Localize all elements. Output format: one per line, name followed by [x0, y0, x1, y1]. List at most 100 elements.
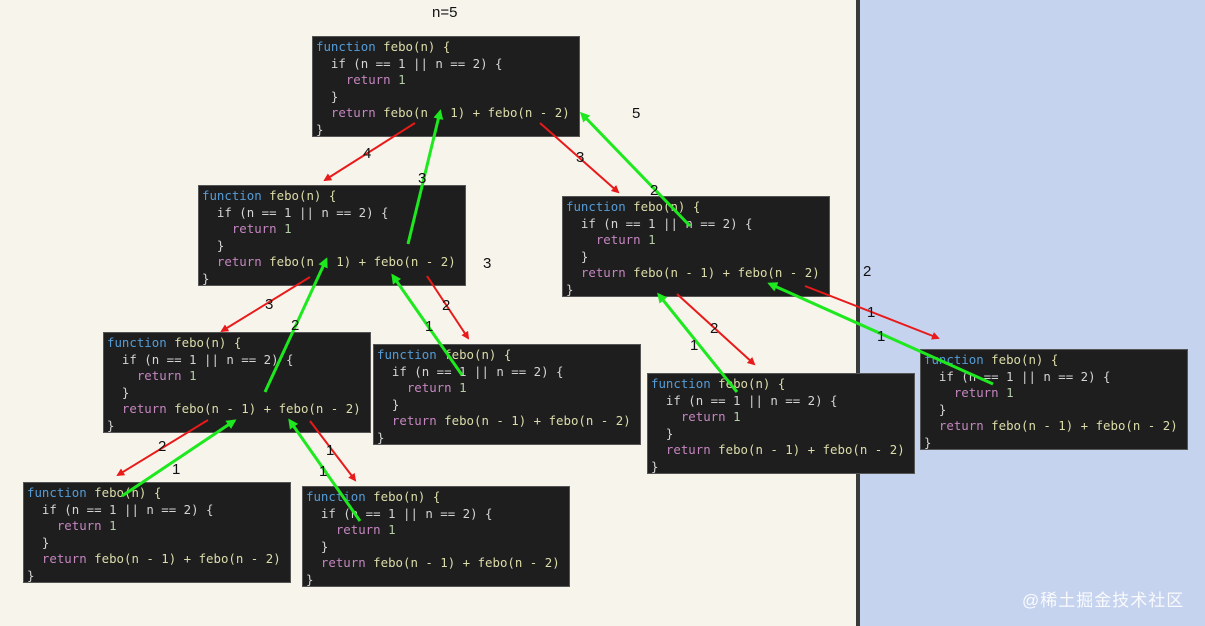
code-token: }: [580, 248, 589, 264]
code-line: function febo(n) {: [27, 485, 290, 502]
code-token: febo(n) {: [633, 199, 701, 214]
code-token: }: [41, 534, 50, 550]
code-token: if (n == 1 || n == 2) {: [320, 505, 493, 521]
code-line: if (n == 1 || n == 2) {: [316, 56, 579, 73]
code-line: }: [651, 426, 914, 443]
code-token: return: [595, 232, 641, 248]
code-token: }: [27, 567, 35, 583]
code-token: return: [231, 221, 277, 237]
code-line: return febo(n - 1) + febo(n - 2): [377, 413, 640, 430]
code-token: function: [107, 335, 167, 350]
code-token: function: [306, 489, 366, 504]
code-token: febo(n) {: [269, 188, 337, 203]
diagram-title: n=5: [432, 4, 458, 21]
code-token: febo(n - 1) + febo(n - 2): [383, 105, 570, 121]
code-line: }: [377, 429, 640, 445]
code-line: }: [316, 121, 579, 137]
code-box-febo1-bottom: function febo(n) { if (n == 1 || n == 2)…: [302, 486, 570, 587]
code-token: febo(n) {: [174, 335, 242, 350]
edge-label: 2: [650, 182, 659, 199]
edge-label: 1: [425, 318, 434, 335]
code-token: febo(n) {: [444, 347, 512, 362]
code-token: }: [216, 237, 225, 253]
code-line: return febo(n - 1) + febo(n - 2): [924, 418, 1187, 435]
code-line: if (n == 1 || n == 2) {: [651, 393, 914, 410]
code-token: febo(n - 1) + febo(n - 2): [444, 413, 631, 429]
code-line: return febo(n - 1) + febo(n - 2): [306, 555, 569, 572]
code-token: if (n == 1 || n == 2) {: [330, 55, 503, 71]
edge-label: 1: [690, 337, 699, 354]
edge-label: 5: [632, 105, 641, 122]
code-token: function: [316, 39, 376, 54]
code-token: }: [330, 88, 339, 104]
code-token: return: [121, 401, 167, 417]
code-token: 1: [733, 409, 741, 425]
code-box-febo2-right: function febo(n) { if (n == 1 || n == 2)…: [647, 373, 915, 474]
edge-label: 2: [158, 438, 167, 455]
edge-label: 4: [363, 145, 372, 162]
code-line: function febo(n) {: [107, 335, 370, 352]
code-line: return febo(n - 1) + febo(n - 2): [651, 442, 914, 459]
code-token: return: [580, 265, 626, 281]
watermark: @稀土掘金技术社区: [1022, 591, 1185, 610]
code-line: }: [566, 249, 829, 266]
code-token: }: [566, 281, 574, 297]
code-line: return 1: [377, 380, 640, 397]
code-token: function: [377, 347, 437, 362]
code-token: if (n == 1 || n == 2) {: [41, 501, 214, 517]
code-token: return: [938, 418, 984, 434]
code-token: 1: [189, 368, 197, 384]
code-line: }: [316, 89, 579, 106]
code-box-febo2-mid: function febo(n) { if (n == 1 || n == 2)…: [373, 344, 641, 445]
code-token: }: [316, 121, 324, 137]
edge-label: 1: [877, 328, 886, 345]
code-line: }: [306, 572, 569, 586]
code-token: 1: [284, 221, 292, 237]
code-line: function febo(n) {: [924, 352, 1187, 369]
code-token: }: [391, 396, 400, 412]
code-line: }: [202, 238, 465, 255]
code-line: return febo(n - 1) + febo(n - 2): [566, 265, 829, 282]
code-token: febo(n - 1) + febo(n - 2): [174, 401, 361, 417]
edge-label: 3: [418, 170, 427, 187]
edge-label: 2: [710, 320, 719, 337]
code-line: function febo(n) {: [316, 39, 579, 56]
code-token: if (n == 1 || n == 2) {: [216, 204, 389, 220]
code-token: return: [665, 442, 711, 458]
code-token: if (n == 1 || n == 2) {: [580, 215, 753, 231]
code-token: return: [335, 522, 381, 538]
code-line: }: [306, 539, 569, 556]
code-line: }: [377, 397, 640, 414]
edge-label: 3: [265, 296, 274, 313]
code-token: return: [56, 518, 102, 534]
code-line: return 1: [316, 72, 579, 89]
code-token: 1: [1006, 385, 1014, 401]
code-line: function febo(n) {: [651, 376, 914, 393]
code-line: }: [924, 435, 1187, 449]
code-token: return: [330, 105, 376, 121]
code-line: return 1: [566, 232, 829, 249]
code-token: if (n == 1 || n == 2) {: [121, 351, 294, 367]
code-token: 1: [459, 380, 467, 396]
code-token: febo(n - 1) + febo(n - 2): [991, 418, 1178, 434]
code-token: return: [391, 413, 437, 429]
code-token: }: [938, 401, 947, 417]
code-line: return febo(n - 1) + febo(n - 2): [316, 105, 579, 122]
code-line: function febo(n) {: [377, 347, 640, 364]
code-token: }: [202, 270, 210, 286]
code-box-febo3-right: function febo(n) { if (n == 1 || n == 2)…: [562, 196, 830, 297]
code-token: }: [377, 429, 385, 445]
code-token: febo(n - 1) + febo(n - 2): [94, 551, 281, 567]
edge-label: 2: [442, 297, 451, 314]
code-token: febo(n - 1) + febo(n - 2): [718, 442, 905, 458]
code-token: febo(n) {: [373, 489, 441, 504]
edge-label: 1: [172, 461, 181, 478]
code-token: }: [665, 425, 674, 441]
code-token: febo(n) {: [94, 485, 162, 500]
code-line: }: [566, 281, 829, 297]
code-token: febo(n) {: [991, 352, 1059, 367]
code-line: }: [27, 567, 290, 583]
code-token: 1: [109, 518, 117, 534]
code-token: 1: [398, 72, 406, 88]
